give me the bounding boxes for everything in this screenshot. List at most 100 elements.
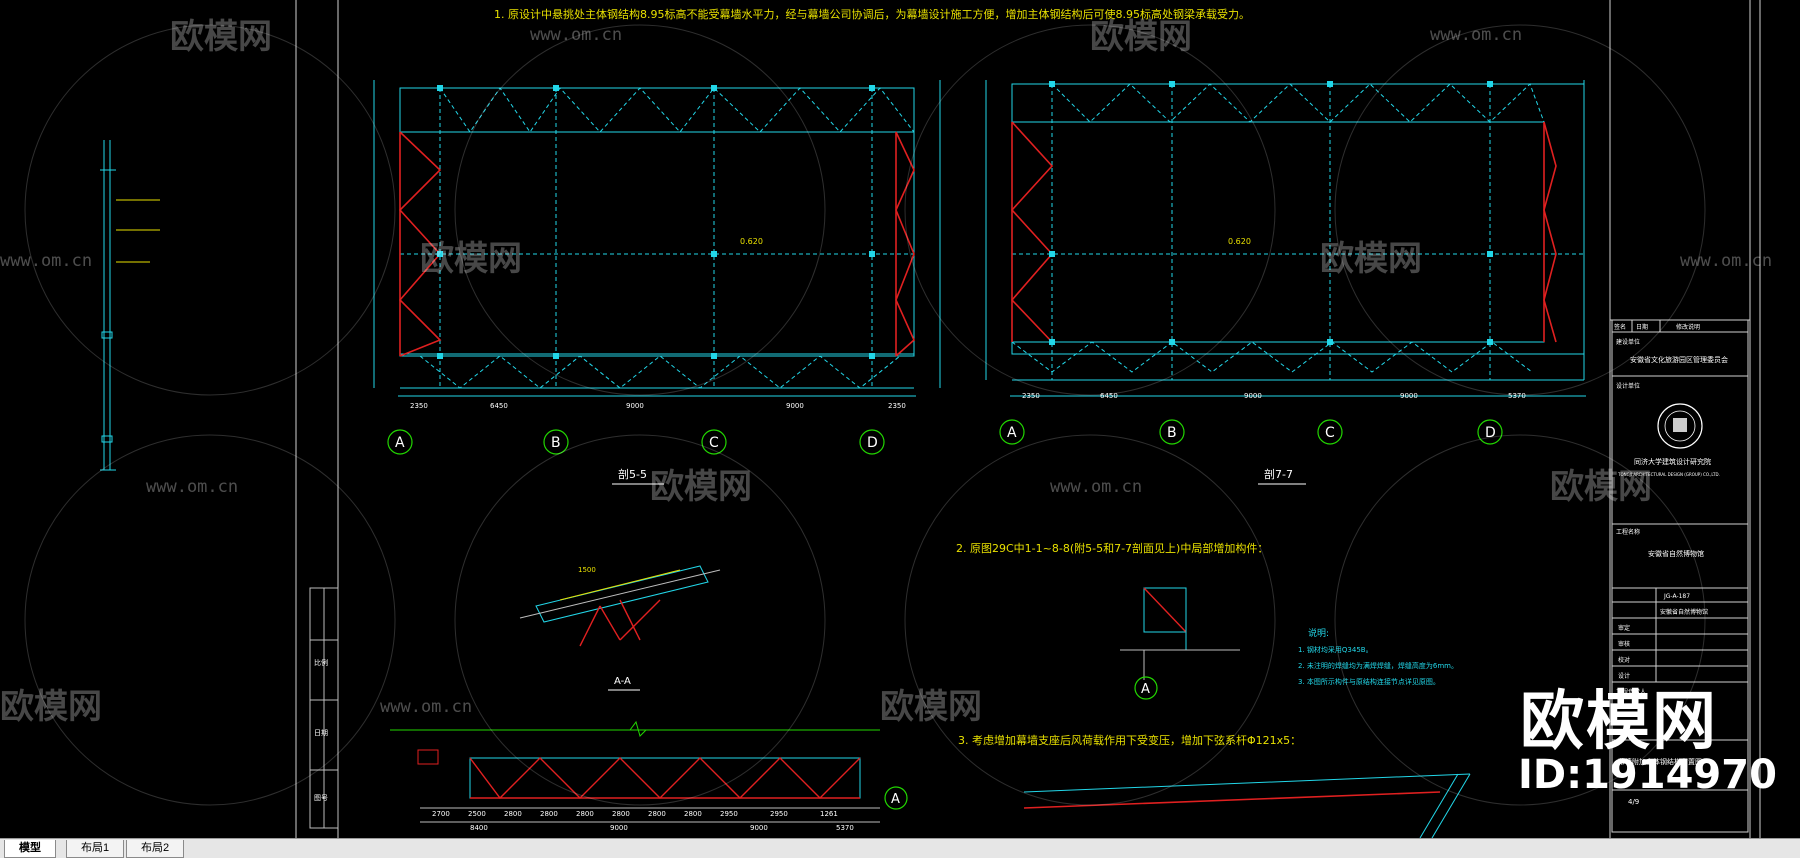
tb-row-1: 审定 (1618, 624, 1630, 632)
axis-label-a-strip: A (891, 792, 900, 807)
tab-layout-1[interactable]: 布局1 (66, 840, 125, 858)
legend-line-1: 1. 钢材均采用Q345B。 (1298, 645, 1373, 654)
strip-dim-3: 2800 (504, 810, 522, 818)
axis-label-b-right: B (1167, 425, 1177, 441)
aa-top-dim: 1500 (578, 566, 596, 574)
strip-dim-4: 2800 (540, 810, 558, 818)
tab-layout-2[interactable]: 布局2 (126, 840, 185, 858)
detail-a-a (519, 565, 721, 647)
dim-r-2: 6450 (1100, 392, 1118, 400)
dim-l-3: 9000 (626, 402, 644, 410)
tb-col-1: 签名 (1614, 323, 1626, 331)
wm-brand-2: 欧模网 (1090, 17, 1192, 57)
elevation-left: 0.620 (740, 237, 763, 246)
tb-sheet-title: 幕墙附加主体钢结构布置图 (1618, 757, 1702, 766)
left-strip-label-1: 比例 (314, 658, 328, 667)
tb-institute: 同济大学建筑设计研究院 (1634, 457, 1711, 466)
wm-brand-4: 欧模网 (1320, 239, 1422, 279)
tb-col-3: 修改说明 (1676, 323, 1700, 331)
dim-r-4: 9000 (1400, 392, 1418, 400)
axis-bubble-b-right (1159, 419, 1185, 445)
left-strip-label-2: 日期 (314, 729, 328, 737)
tb-row-4: 设计 (1618, 672, 1630, 680)
axis-bubble-b-left (543, 429, 569, 455)
axis-bubble-d-left (859, 429, 885, 455)
axis-label-b-left: B (551, 435, 561, 451)
wm-brand-5: 欧模网 (650, 467, 752, 507)
elevation-right: 0.620 (1228, 237, 1251, 246)
tb-project-label: 工程名称 (1616, 528, 1640, 536)
tb-design-label: 设计单位 (1616, 382, 1640, 390)
axis-bubble-a-left (387, 429, 413, 455)
wm-brand-7: 欧模网 (0, 687, 102, 727)
wm-url-3: www.om.cn (0, 251, 92, 271)
legend-line-2: 2. 未注明的焊缝均为满焊焊缝，焊缝高度为6mm。 (1298, 661, 1458, 670)
section-title-a-a: A-A (614, 676, 631, 687)
wm-brand-8: 欧模网 (880, 687, 982, 727)
strip-dim-11: 1261 (820, 810, 838, 818)
axis-bubble-c-left (701, 429, 727, 455)
strip-dim-8: 2800 (684, 810, 702, 818)
wm-brand-1: 欧模网 (170, 17, 272, 57)
brand-id-text: ID:1914970 (1518, 752, 1777, 798)
tb-sheet-no: 4/9 (1628, 798, 1639, 806)
brand-logo-text: 欧模网 (1520, 685, 1718, 759)
axis-label-c-left: C (709, 435, 719, 451)
plan-section-7-7 (985, 80, 1586, 397)
tb-drawing-title: 安徽省自然博物馆 (1660, 608, 1708, 616)
axis-bubble-d-right (1477, 419, 1503, 445)
wm-brand-6: 欧模网 (1550, 467, 1652, 507)
note-1: 1. 原设计中悬挑处主体钢结构8.95标高不能受幕墙水平力，经与幕墙公司协调后，… (494, 7, 1250, 21)
dim-l-2: 6450 (490, 402, 508, 410)
tb-owner-label: 建设单位 (1616, 338, 1640, 346)
drawing-canvas[interactable]: 比例 日期 图号 1. 原设计中悬挑处主体钢结构8.95标高不能受幕墙水平力，经… (0, 0, 1800, 838)
section-title-7-7: 剖7-7 (1264, 467, 1293, 481)
plan-section-5-5 (373, 80, 941, 397)
note-2: 2. 原图29C中1-1~8-8(附5-5和7-7剖面见上)中局部增加构件： (956, 541, 1268, 555)
right-plan-bottom-dims: 2350 6450 9000 9000 5370 (1022, 392, 1526, 400)
strip-sum-1: 8400 (470, 824, 488, 832)
note-3: 3. 考虑增加幕墙支座后风荷载作用下受变压，增加下弦系杆Φ121x5： (958, 733, 1301, 747)
wm-url-7: www.om.cn (380, 697, 472, 717)
axis-label-d-right: D (1485, 425, 1496, 441)
layout-tab-bar: 模型 布局1 布局2 (0, 838, 1800, 858)
left-plan-bottom-dims: 2350 6450 9000 9000 2350 (410, 402, 906, 410)
wm-url-5: www.om.cn (146, 477, 238, 497)
strip-sum-3: 9000 (750, 824, 768, 832)
axis-bubble-c-right (1317, 419, 1343, 445)
strip-sum-2: 9000 (610, 824, 628, 832)
axis-label-c-right: C (1325, 425, 1335, 441)
axis-label-a-left: A (395, 435, 405, 451)
vertical-detail (100, 140, 160, 471)
tab-model[interactable]: 模型 (4, 840, 56, 858)
dim-l-5: 2350 (888, 402, 906, 410)
strip-dim-2: 2500 (468, 810, 486, 818)
wm-url-6: www.om.cn (1050, 477, 1142, 497)
strip-dim-9: 2950 (720, 810, 738, 818)
strip-sum-4: 5370 (836, 824, 854, 832)
institute-seal (1657, 403, 1703, 449)
tb-owner: 安徽省文化旅游园区管理委员会 (1630, 355, 1728, 364)
tb-institute-en: TONGJI ARCHITECTURAL DESIGN (GROUP) CO.,… (1617, 472, 1720, 477)
title-block (1611, 319, 1749, 833)
tb-row-3: 校对 (1618, 656, 1630, 664)
tb-drawing-no: JG-A-187 (1663, 593, 1690, 600)
dim-r-5: 5370 (1508, 392, 1526, 400)
strip-dim-6: 2800 (612, 810, 630, 818)
wm-url-2: www.om.cn (1430, 25, 1522, 45)
strip-dim-10: 2950 (770, 810, 788, 818)
truss-strip (390, 720, 880, 823)
tb-row-5: 工程负责人 (1616, 688, 1646, 696)
dim-r-3: 9000 (1244, 392, 1262, 400)
inclined-chord (1023, 773, 1471, 838)
axis-label-a-right: A (1007, 425, 1017, 441)
dim-l-4: 9000 (786, 402, 804, 410)
axis-bubble-a-strip (884, 786, 908, 810)
wm-brand-3: 欧模网 (420, 239, 522, 279)
legend-title: 说明: (1308, 627, 1329, 639)
left-strip-label-3: 图号 (314, 794, 328, 802)
dim-r-1: 2350 (1022, 392, 1040, 400)
strip-dim-5: 2800 (576, 810, 594, 818)
wm-url-1: www.om.cn (530, 25, 622, 45)
